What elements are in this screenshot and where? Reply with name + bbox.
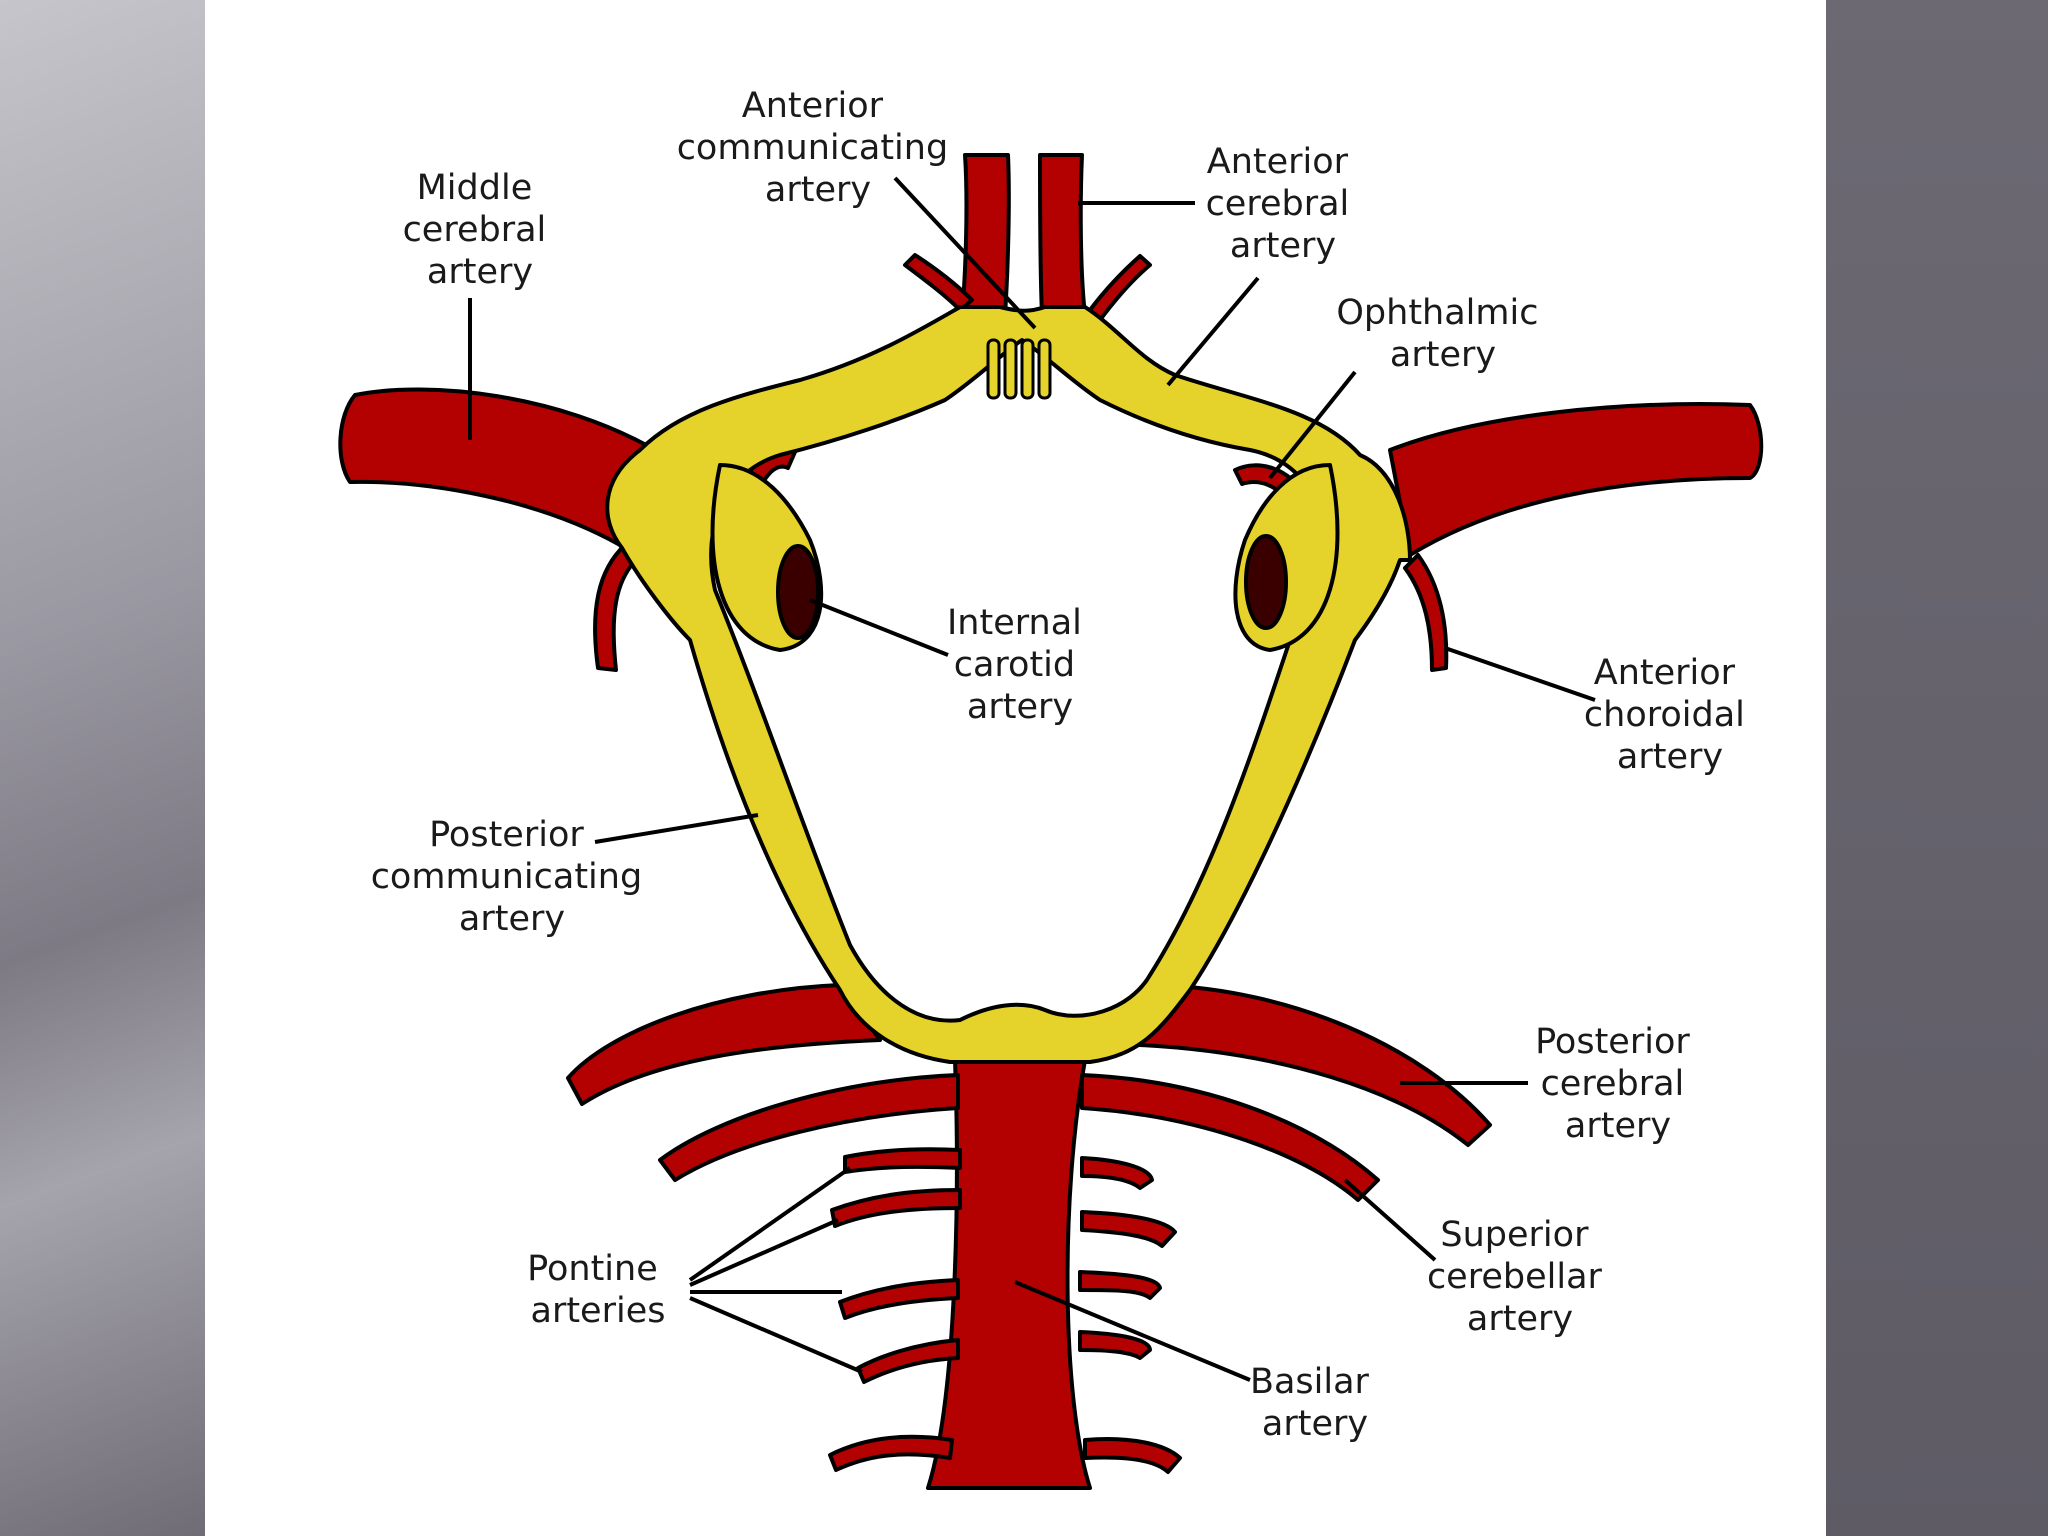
label-superior-cerebellar: Superior cerebellar artery (1427, 1215, 1613, 1339)
label-anterior-communicating: Anterior communicating artery (677, 86, 960, 210)
pontine-artery-right-3 (1078, 1270, 1162, 1300)
leader-pontine-4 (689, 1296, 863, 1374)
slide-left-border (0, 0, 205, 1536)
carotid-lumen-right (1244, 534, 1288, 630)
acomm-branch-3 (1020, 338, 1035, 400)
middle-cerebral-artery-left-shape (338, 387, 657, 547)
superior-cerebellar-artery-left-shape (658, 1073, 960, 1182)
leader-basilar (1014, 1280, 1251, 1382)
acomm-branch-2 (1003, 338, 1018, 400)
anterior-choroidal-artery-left-shape (593, 543, 640, 672)
carotid-lumen-left (776, 544, 820, 640)
leader-anterior-choroidal (1444, 646, 1596, 702)
recurrent-branch-left (903, 253, 974, 312)
posterior-cerebral-artery-left-shape (566, 983, 882, 1106)
acomm-branch-4 (1037, 338, 1052, 400)
pontine-artery-right-2 (1080, 1210, 1177, 1248)
anterior-communicating-branches (986, 338, 1052, 400)
arteries (338, 153, 1764, 1490)
pontine-arteries-shapes (828, 1147, 1182, 1474)
label-basilar: Basilar artery (1250, 1362, 1380, 1444)
pontine-artery-left-4 (856, 1338, 960, 1384)
pontine-artery-right-4 (1078, 1330, 1152, 1360)
leader-internal-carotid (809, 598, 949, 657)
leader-anterior-cerebral-ring (1166, 276, 1260, 387)
superior-cerebellar-artery-right-shape (1080, 1073, 1380, 1202)
label-ophthalmic: Ophthalmic artery (1336, 293, 1549, 375)
pontine-artery-left-5 (828, 1434, 954, 1472)
label-internal-carotid: Internal carotid artery (947, 603, 1093, 727)
basilar-artery-shape (926, 1058, 1092, 1490)
label-posterior-communicating: Posterior communicating artery (371, 815, 654, 939)
leader-anterior-communicating (893, 176, 1037, 330)
label-anterior-choroidal: Anterior choroidal artery (1584, 653, 1756, 777)
label-middle-cerebral: Middle cerebral artery (403, 168, 558, 292)
leader-superior-cerebellar (1343, 1178, 1437, 1262)
circle-of-willis-ring (605, 305, 1412, 1064)
pontine-artery-right-1 (1080, 1156, 1154, 1190)
slide-right-border (1826, 0, 2048, 1536)
internal-carotid-left-section (710, 463, 824, 652)
label-pontine: Pontine arteries (527, 1249, 669, 1331)
pontine-artery-left-1 (843, 1147, 962, 1174)
label-posterior-cerebral: Posterior cerebral artery (1535, 1022, 1701, 1146)
leader-ophthalmic (1268, 370, 1357, 480)
label-anterior-cerebral: Anterior cerebral artery (1206, 142, 1361, 266)
recurrent-branch-right (1088, 254, 1152, 322)
posterior-cerebral-artery-right-shape (1138, 983, 1492, 1147)
labels: Anterior communicating artery Middle cer… (371, 86, 1756, 1444)
leader-pontine-1 (688, 1166, 852, 1282)
pontine-artery-left-3 (838, 1278, 960, 1320)
leader-pontine-2 (689, 1218, 839, 1287)
acomm-branch-1 (986, 338, 1001, 400)
leader-lines (468, 176, 1596, 1382)
anterior-choroidal-artery-right-shape (1403, 553, 1449, 672)
leader-posterior-communicating (594, 813, 759, 844)
internal-carotid-right-section (1233, 463, 1340, 652)
middle-cerebral-artery-right-shape (1388, 402, 1764, 557)
pontine-artery-left-2 (830, 1188, 962, 1228)
anterior-cerebral-artery-right-shape (1038, 153, 1087, 317)
pontine-artery-right-5 (1083, 1436, 1182, 1474)
